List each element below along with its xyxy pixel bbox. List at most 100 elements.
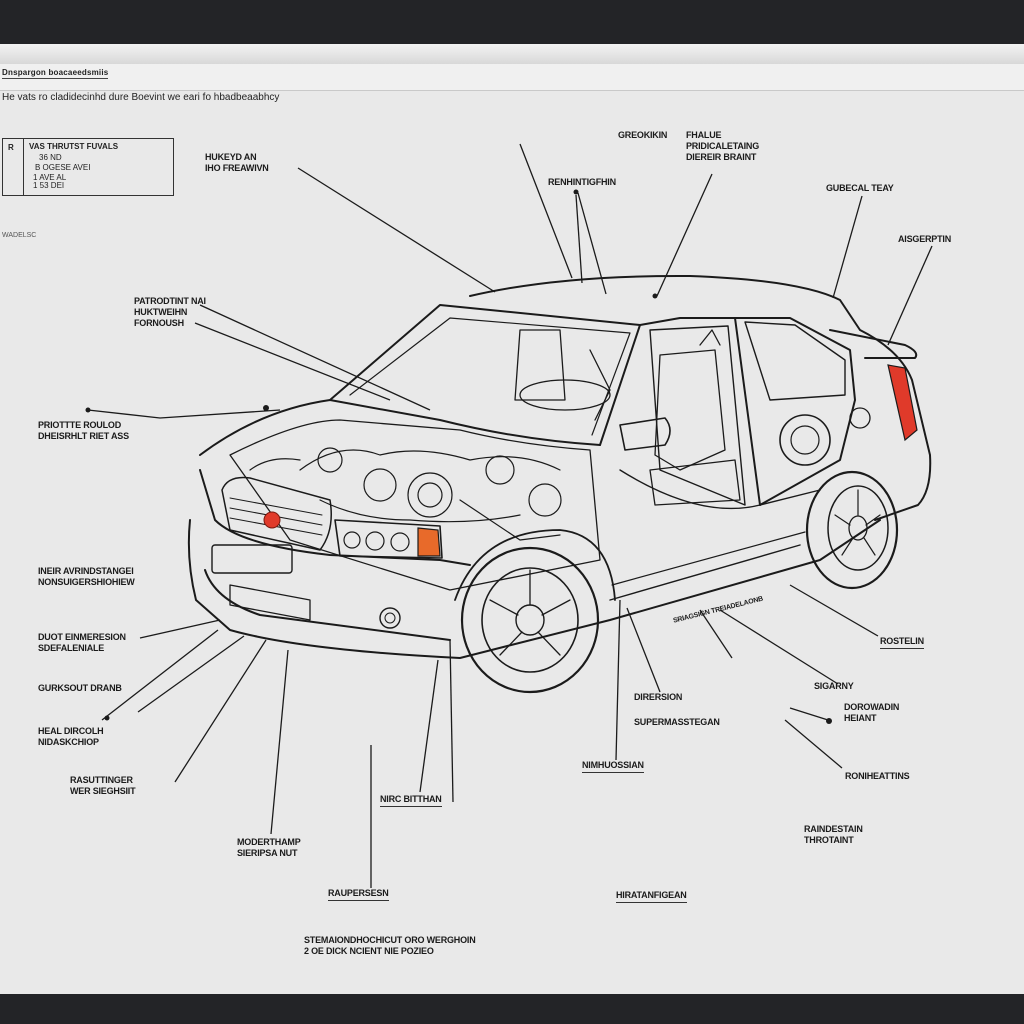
label-line: HEAL DIRCOLH: [38, 726, 104, 736]
leader-line: [139, 619, 221, 639]
interior: [514, 329, 741, 506]
fuel-cap: [849, 407, 871, 429]
label-line: DIRERSION: [634, 692, 683, 702]
label-stemaion: STEMAIONDHOCHICUT ORO WERGHOIN 2 OE DICK…: [304, 935, 476, 957]
fog-light-inner: [384, 612, 396, 624]
label-line: INEIR AVRINDSTANGEI: [38, 566, 134, 576]
label-dirension: DIRERSION: [634, 692, 682, 703]
label-raindestan: RAINDESTAIN THROTAINT: [804, 824, 863, 846]
leader-line: [784, 719, 843, 769]
label-line: RENHINTIGFHIN: [548, 177, 616, 187]
label-supermass: SUPERMASSTEGAN: [634, 717, 720, 728]
leader-line: [519, 143, 573, 279]
label-line: PRIOTTTE ROULOD: [38, 420, 121, 430]
label-line: NONSUIGERSHIOHIEW: [38, 577, 135, 587]
label-rasut: RASUTTINGER WER SIEGHSIIT: [70, 775, 136, 797]
leader-line: [87, 409, 281, 419]
label-line: SDEFALENIALE: [38, 643, 105, 653]
label-line: GREOKIKIN: [618, 130, 668, 140]
car-cutaway-illustration: [187, 274, 932, 694]
label-line: MODERTHAMP: [237, 837, 301, 847]
label-gurk: GURKSOUT DRANB: [38, 683, 122, 694]
label-nirc: NIRC BITTHAN: [380, 794, 442, 807]
label-line: HUKTWEIHN: [134, 307, 188, 317]
tail-light: [887, 364, 918, 442]
rear-speaker: [779, 414, 831, 466]
document-subtitle: He vats ro cladidecinhd dure Boevint we …: [2, 92, 280, 103]
label-line: STEMAIONDHOCHICUT ORO WERGHOIN: [304, 935, 476, 945]
label-line: FORNOUSH: [134, 318, 184, 328]
leader-line: [137, 635, 245, 713]
label-nimhuosan: NIMHUOSSIAN: [582, 760, 644, 773]
label-line: 2 OE DICK NCIENT NIE POZIEO: [304, 946, 434, 956]
b-pillar: [734, 317, 856, 506]
leader-line: [297, 167, 496, 293]
wheel-icon: [805, 470, 899, 590]
label-dorowain: DOROWADIN HEIANT: [844, 702, 899, 724]
leader-line: [719, 609, 839, 685]
side-mirror: [619, 417, 671, 451]
label-head: HEAL DIRCOLH NIDASKCHIOP: [38, 726, 104, 748]
info-box-divider: [23, 139, 24, 195]
label-pridical: FHALUE PRIDICALETAING DIEREIR BRAINT: [686, 130, 759, 163]
info-box-key: R: [8, 143, 14, 152]
label-line: SUPERMASSTEGAN: [634, 717, 720, 727]
label-line: DIEREIR BRAINT: [686, 152, 757, 162]
hood-line: [199, 399, 601, 456]
info-box-line: 1 53 DEI: [33, 181, 65, 190]
roof-outline: [469, 274, 932, 521]
leader-lines: [87, 143, 933, 888]
label-line: PATRODTINT NAI: [134, 296, 206, 306]
label-rostelin: ROSTELIN: [880, 636, 924, 649]
leader-line: [832, 195, 863, 299]
bumper-lower: [204, 569, 451, 641]
leader-line: [789, 584, 879, 637]
label-gubecal: GUBECAL TEAY: [826, 183, 894, 194]
door-window-front: [649, 325, 746, 506]
label-hear: INEIR AVRINDSTANGEI NONSUIGERSHIOHIEW: [38, 566, 135, 588]
label-line: DHEISRHLT RIET ASS: [38, 431, 129, 441]
label-ronikatins: RONIHEATTINS: [845, 771, 910, 782]
info-box-heading: VAS THRUTST FUVALS: [29, 142, 119, 151]
front-indicator: [417, 527, 441, 557]
rear-window: [744, 321, 846, 401]
leader-line: [615, 599, 621, 761]
label-hood-air: HUKEYD AN IHO FREAWIVN: [205, 152, 269, 174]
toolbar: [0, 64, 1024, 91]
front-wheel-arch: [454, 529, 616, 601]
leader-line: [626, 607, 661, 693]
rear-wheel: [805, 470, 899, 590]
wheel-icon: [460, 546, 600, 694]
label-line: IHO FREAWIVN: [205, 163, 269, 173]
label-protecte: PRIOTTTE ROULOD DHEISRHLT RIET ASS: [38, 420, 129, 442]
leader-line: [449, 639, 454, 803]
grille: [221, 476, 332, 551]
label-greckin: GREOKIKIN: [618, 130, 667, 141]
info-box-line: B OGESE AVEI: [35, 163, 91, 172]
label-line: SIGARNY: [814, 681, 854, 691]
label-line: PRIDICALETAING: [686, 141, 760, 151]
document-title: Dnspargon boacaeedsmiis: [2, 68, 109, 79]
spoiler: [829, 329, 918, 359]
label-line: WER SIEGHSIIT: [70, 786, 136, 796]
label-line: DOROWADIN: [844, 702, 900, 712]
label-line: GURKSOUT DRANB: [38, 683, 122, 693]
emblem-icon: [263, 511, 281, 529]
windshield-inner: [349, 317, 631, 436]
front-wheel: [460, 546, 600, 694]
leader-line: [699, 609, 733, 659]
rocker-line: [611, 531, 806, 586]
label-line: SIERIPSA NUT: [237, 848, 298, 858]
rear-speaker-inner: [790, 425, 820, 455]
engine-parts: [249, 447, 562, 541]
leader-dots: [85, 189, 832, 724]
headlight-lamp: [343, 531, 361, 549]
fog-light: [379, 607, 401, 629]
leader-line: [101, 629, 219, 721]
body-lower-outline: [187, 519, 881, 659]
label-line: AISGERPTIN: [898, 234, 952, 244]
diagram-sheet: Dnspargon boacaeedsmiis He vats ro cladi…: [0, 44, 1024, 994]
label-line: HEIANT: [844, 713, 877, 723]
label-line: GUBECAL TEAY: [826, 183, 894, 193]
